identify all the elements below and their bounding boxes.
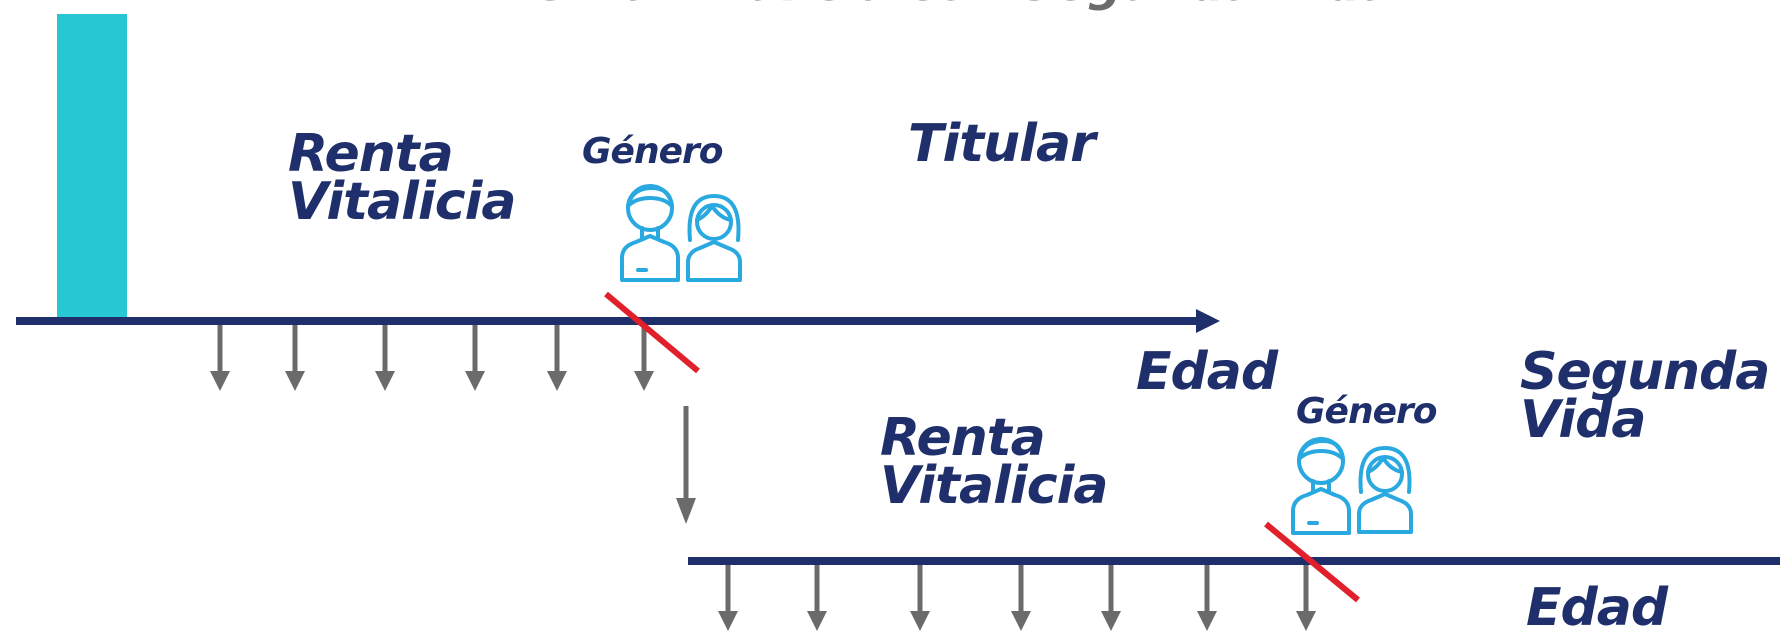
segunda-vida-payment-arrow: [1296, 565, 1316, 631]
segunda-vida-role-label: Segunda Vida: [1520, 342, 1770, 450]
titular-product-label: Renta Vitalicia: [288, 124, 516, 232]
segunda-vida-gender-icons: [1291, 437, 1413, 535]
titular-axis-arrowhead: [1196, 309, 1220, 333]
titular-timeline-axis: [16, 309, 1220, 333]
segunda-vida-payment-arrows: [718, 565, 1316, 631]
segunda-vida-payment-arrow: [910, 565, 930, 631]
transfer-arrow: [676, 406, 696, 524]
titular-payment-arrow: [210, 325, 230, 391]
segunda-vida-product-label: Renta Vitalicia: [880, 408, 1108, 516]
segunda-vida-payment-arrow: [718, 565, 738, 631]
segunda-vida-genero-label: Género: [1296, 391, 1437, 432]
titular-axis-label: Edad: [1136, 342, 1278, 402]
segunda-vida-death-strike: [1264, 521, 1360, 603]
titular-gender-icons: [620, 184, 742, 282]
titular-payment-arrow: [375, 325, 395, 391]
header-partial-text: Renta Vitalicia con Segunda Vida: [500, 0, 1393, 12]
titular-product-line1: Renta: [288, 124, 454, 184]
segunda-vida-axis-label: Edad: [1526, 578, 1668, 638]
titular-payment-arrow: [634, 325, 654, 391]
segunda-vida-role-line2: Vida: [1520, 390, 1646, 450]
segunda-vida-product-line1: Renta: [880, 408, 1046, 468]
titular-genero-label: Género: [582, 131, 723, 172]
woman-icon: [1357, 446, 1413, 534]
segunda-vida-product-line2: Vitalicia: [880, 456, 1108, 516]
accent-bar: [57, 14, 127, 325]
titular-role-label: Titular: [908, 114, 1096, 174]
titular-payment-arrow: [285, 325, 305, 391]
titular-product-line2: Vitalicia: [288, 172, 516, 232]
segunda-vida-payment-arrow: [807, 565, 827, 631]
segunda-vida-payment-arrow: [1011, 565, 1031, 631]
titular-payment-arrow: [465, 325, 485, 391]
titular-death-strike: [604, 291, 700, 374]
segunda-vida-role-line1: Segunda: [1520, 342, 1770, 402]
segunda-vida-payment-arrow: [1197, 565, 1217, 631]
titular-payment-arrow: [547, 325, 567, 391]
segunda-vida-payment-arrow: [1101, 565, 1121, 631]
man-icon: [620, 184, 680, 282]
man-icon: [1291, 437, 1351, 535]
titular-payment-arrows: [210, 325, 654, 391]
woman-icon: [686, 194, 742, 282]
